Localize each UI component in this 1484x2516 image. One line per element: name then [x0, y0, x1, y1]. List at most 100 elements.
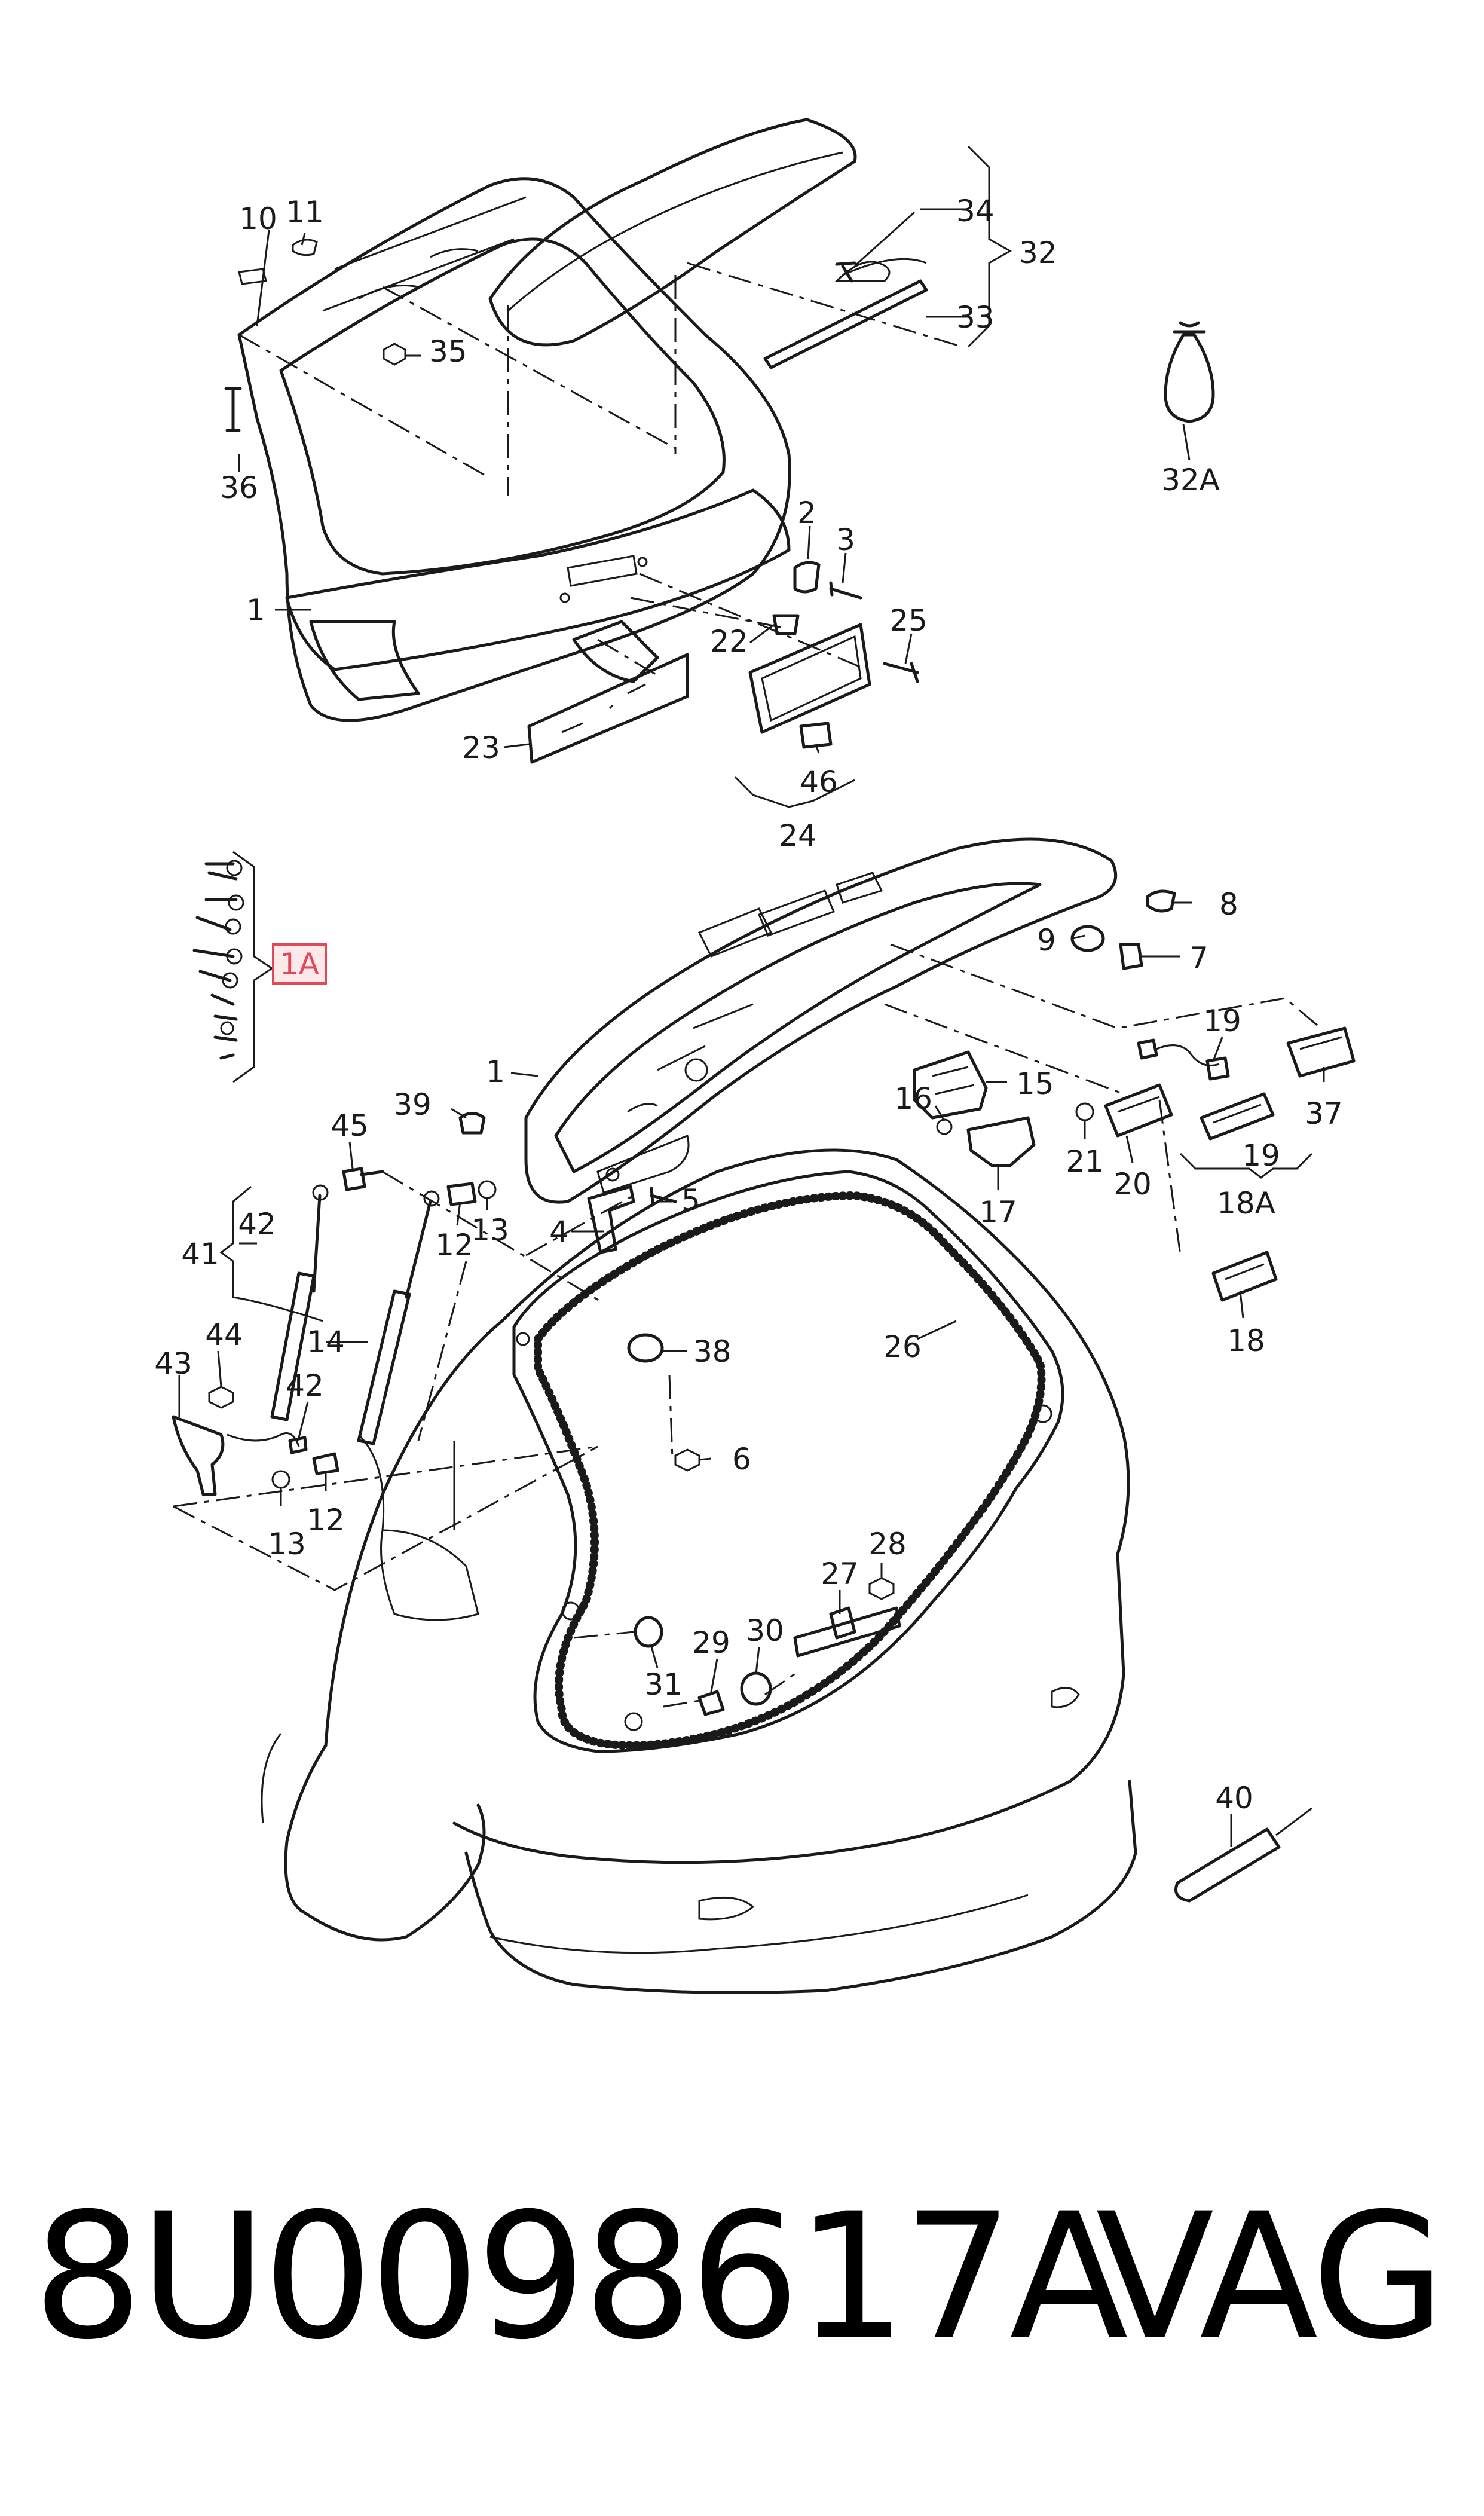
- footer: 8U0098617A VAG: [0, 2188, 1484, 2367]
- callout-9: 9: [1037, 923, 1056, 958]
- callout-6: 6: [732, 1442, 751, 1476]
- fastener-kit-1A: [192, 860, 244, 1060]
- buffer-29: [697, 1690, 725, 1716]
- latch-15: [913, 1050, 988, 1120]
- grommet-22: [772, 614, 800, 635]
- washer-13-upper: [478, 1180, 497, 1199]
- bracket-brace-24: [734, 776, 855, 808]
- callout-32: 32: [1019, 236, 1057, 270]
- callout-42-lower: 42: [286, 1368, 324, 1403]
- nut-35: [383, 343, 406, 366]
- high-level-brake-light: [763, 258, 928, 369]
- callout-42-upper: 42: [238, 1207, 276, 1242]
- callout-19-lower: 19: [1242, 1138, 1280, 1173]
- callout-43: 43: [154, 1346, 192, 1381]
- gas-strut-left: [270, 1184, 329, 1421]
- bracket-brace-18A: [1179, 1152, 1313, 1179]
- bolt-34: [835, 261, 856, 283]
- handle-20: [1104, 1083, 1173, 1138]
- tool-40: [1174, 1807, 1312, 1903]
- callout-27: 27: [821, 1557, 859, 1591]
- callout-45: 45: [331, 1108, 369, 1143]
- bracket-17: [966, 1116, 1036, 1167]
- callout-18: 18: [1227, 1323, 1265, 1358]
- callout-44: 44: [205, 1317, 243, 1352]
- callout-35: 35: [429, 334, 467, 369]
- lower-leader-lines: [178, 901, 1325, 1847]
- vehicle-rear-body: [261, 1148, 1137, 1994]
- callout-33: 33: [956, 300, 995, 335]
- callout-34: 34: [956, 194, 995, 228]
- lamp-19: [1200, 1092, 1275, 1141]
- pivot-12-upper: [446, 1182, 477, 1206]
- callout-28: 28: [868, 1527, 907, 1561]
- callout-1-top: 1: [246, 593, 265, 628]
- callout-41: 41: [181, 1237, 219, 1271]
- screw-3: [829, 581, 862, 600]
- roof-spoiler: [488, 118, 857, 347]
- callout-20: 20: [1113, 1167, 1152, 1202]
- callout-3: 3: [836, 522, 855, 557]
- upper-dashed-guides: [238, 262, 963, 677]
- callout-24: 24: [779, 818, 817, 853]
- clip-11: [292, 239, 318, 256]
- cap-30: [740, 1671, 772, 1706]
- screw-25: [883, 662, 919, 683]
- bracket-brace-1A: [232, 851, 274, 1083]
- washer-13-lower: [271, 1470, 290, 1489]
- callout-17: 17: [979, 1195, 1017, 1230]
- washer-16: [936, 1118, 953, 1135]
- nut-28: [868, 1577, 895, 1600]
- callout-25: 25: [889, 603, 928, 638]
- buffer-8: [1146, 889, 1176, 913]
- stop-7: [1119, 943, 1143, 970]
- trim-23: [527, 653, 689, 764]
- license-plate-mount-24: [748, 623, 871, 734]
- callout-32A: 32A: [1161, 463, 1220, 497]
- callout-5: 5: [681, 1183, 700, 1218]
- callout-1A: 1A: [280, 947, 319, 982]
- ball-stud-45: [342, 1167, 384, 1191]
- callout-22: 22: [710, 624, 748, 659]
- callout-19-upper: 19: [1203, 1004, 1241, 1038]
- lower-dashed-guides: [173, 943, 1321, 1708]
- cable-42: [227, 1432, 308, 1454]
- callout-36: 36: [220, 470, 258, 505]
- callout-2: 2: [797, 496, 816, 530]
- striker-27: [793, 1606, 901, 1658]
- callout-12-lower: 12: [307, 1503, 345, 1537]
- nut-6: [674, 1448, 700, 1472]
- callout-16: 16: [894, 1081, 932, 1116]
- bracket-brace-41: [219, 1185, 323, 1322]
- callout-4: 4: [549, 1215, 568, 1249]
- tailgate-outer-panel: [237, 177, 791, 722]
- gas-strut-right: [357, 1190, 440, 1445]
- bracket-2: [793, 561, 821, 594]
- callout-13-lower: 13: [268, 1527, 306, 1561]
- callout-12-upper: 12: [435, 1228, 473, 1262]
- tailgate-inner-frame: [524, 837, 1118, 1204]
- callout-8: 8: [1219, 887, 1238, 922]
- plug-38: [627, 1333, 664, 1363]
- callout-14: 14: [307, 1325, 345, 1359]
- callout-1-mid: 1: [486, 1054, 505, 1089]
- part-number: 8U0098617A: [33, 2176, 1128, 2378]
- callout-18A: 18A: [1217, 1186, 1275, 1221]
- bracket-brace-32: [967, 145, 1012, 348]
- pivot-12-lower: [312, 1452, 339, 1475]
- washer-21: [1075, 1102, 1094, 1121]
- upper-leader-lines: [238, 208, 1191, 754]
- callout-37: 37: [1305, 1096, 1343, 1131]
- callout-23: 23: [462, 730, 500, 765]
- callout-7: 7: [1189, 941, 1208, 976]
- callout-40: 40: [1215, 1781, 1253, 1815]
- clip-10: [238, 268, 267, 285]
- bracket-43: [172, 1415, 225, 1496]
- callout-labels: 10 11 35 36 1 34 32 33 32A 2 3 25 22 23 …: [154, 194, 1343, 1815]
- callout-13-upper: 13: [471, 1213, 509, 1248]
- callout-11: 11: [286, 195, 324, 230]
- callout-31: 31: [644, 1667, 683, 1702]
- callout-38: 38: [693, 1334, 732, 1369]
- callout-1A-highlight-box: [272, 943, 327, 985]
